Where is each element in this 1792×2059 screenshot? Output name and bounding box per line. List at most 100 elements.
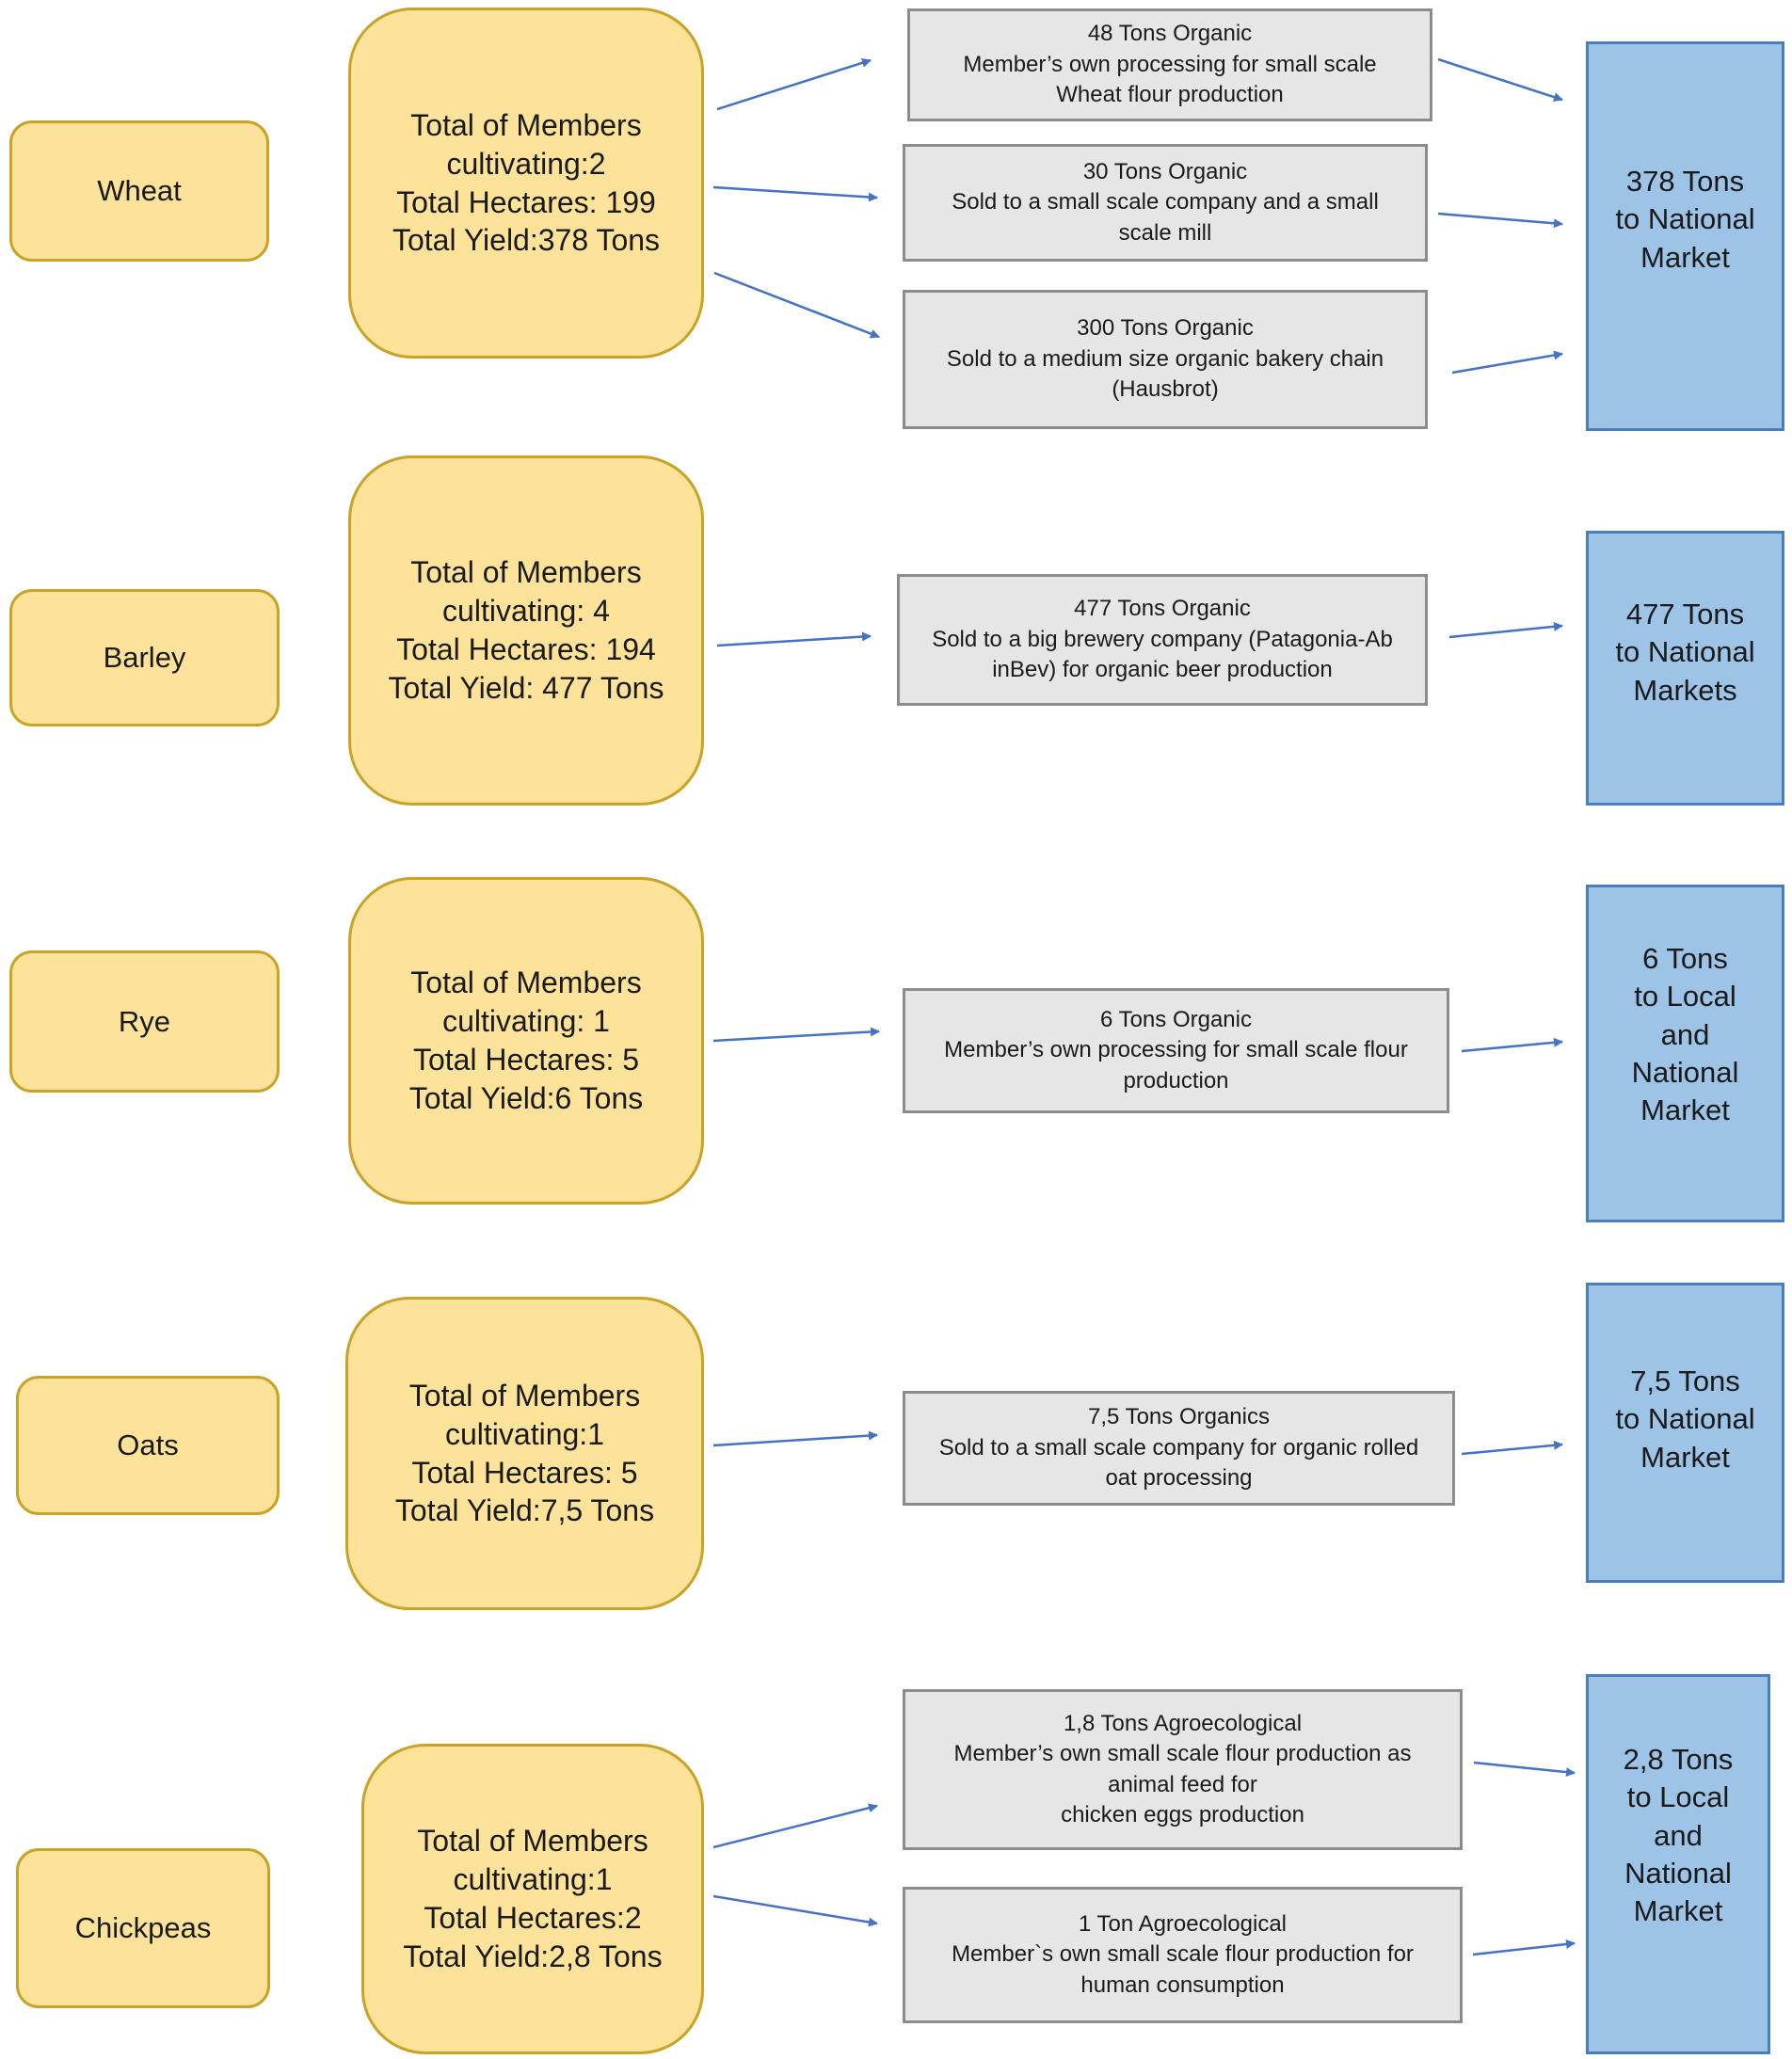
market-line: to National: [1615, 1402, 1755, 1436]
market-barley: 477 Tons to National Markets: [1586, 531, 1784, 806]
arrow-channel-barley-to-market: [1448, 621, 1563, 639]
arrow-channel-chickpeas-1-to-market: [1473, 1761, 1576, 1778]
channel-line: Sold to a big brewery company (Patagonia…: [932, 626, 1393, 652]
market-line: to Local: [1634, 980, 1736, 1014]
channel-wheat-1: 48 Tons Organic Member’s own processing …: [907, 8, 1432, 121]
channel-chickpeas-1: 1,8 Tons Agroecological Member’s own sma…: [903, 1689, 1463, 1850]
summary-line: cultivating: 1: [442, 1004, 610, 1039]
channel-chickpeas-2: 1 Ton Agroecological Member`s own small …: [903, 1887, 1463, 2023]
summary-line: Total Hectares: 194: [396, 632, 656, 666]
channel-line: 7,5 Tons Organics: [1087, 1404, 1270, 1430]
channel-line: oat processing: [1105, 1465, 1253, 1492]
summary-line: cultivating:1: [445, 1416, 604, 1451]
channel-line: Wheat flour production: [1056, 82, 1284, 108]
summary-barley: Total of Members cultivating: 4 Total He…: [348, 455, 704, 806]
summary-line: cultivating:1: [453, 1862, 613, 1897]
summary-line: Total of Members: [410, 555, 642, 590]
crop-chickpeas: Chickpeas: [16, 1848, 270, 2008]
market-line: to National: [1615, 202, 1755, 236]
market-line: 2,8 Tons: [1623, 1743, 1734, 1776]
market-line: to Local: [1626, 1780, 1730, 1814]
market-line: Market: [1640, 1093, 1730, 1127]
channel-line: inBev) for organic beer production: [992, 657, 1333, 683]
crop-barley: Barley: [9, 589, 280, 726]
channel-line: 30 Tons Organic: [1082, 158, 1248, 184]
channel-line: (Hausbrot): [1112, 376, 1219, 403]
arrow-wheat-to-channel-2: [712, 185, 878, 202]
summary-line: Total Hectares:2: [424, 1901, 642, 1935]
market-line: 477 Tons: [1625, 598, 1745, 630]
summary-chickpeas: Total of Members cultivating:1 Total Hec…: [361, 1744, 704, 2054]
summary-line: cultivating:2: [446, 146, 606, 181]
market-line: Markets: [1633, 673, 1737, 707]
summary-line: Total Yield:7,5 Tons: [394, 1493, 655, 1528]
summary-line: Total of Members: [410, 966, 642, 1000]
summary-line: Total Hectares: 5: [411, 1455, 638, 1490]
channel-wheat-2: 30 Tons Organic Sold to a small scale co…: [903, 144, 1428, 262]
channel-line: Sold to a small scale company and a smal…: [952, 189, 1379, 215]
channel-line: scale mill: [1118, 219, 1212, 246]
market-line: National: [1624, 1856, 1732, 1890]
crop-wheat: Wheat: [9, 120, 269, 262]
channel-line: chicken eggs production: [1061, 1801, 1304, 1828]
market-rye: 6 Tons to Local and National Market: [1586, 885, 1784, 1222]
channel-line: 6 Tons Organic: [1100, 1006, 1252, 1032]
arrow-channel-wheat-3-to-market: [1451, 350, 1563, 375]
market-line: Market: [1633, 1894, 1723, 1928]
market-wheat: 378 Tons to National Market: [1586, 41, 1784, 431]
arrow-channel-chickpeas-2-to-market: [1472, 1939, 1576, 1956]
summary-rye: Total of Members cultivating: 1 Total He…: [348, 877, 704, 1205]
channel-rye-1: 6 Tons Organic Member’s own processing f…: [903, 988, 1449, 1113]
channel-line: Member`s own small scale flour productio…: [952, 1941, 1414, 1968]
summary-line: Total Hectares: 5: [412, 1043, 640, 1077]
market-line: and: [1654, 1818, 1703, 1852]
arrow-wheat-to-channel-3: [713, 271, 880, 339]
channel-line: human consumption: [1080, 1971, 1285, 1998]
arrow-chickpeas-to-channel-2: [712, 1894, 878, 1927]
channel-line: Member’s own processing for small scale …: [944, 1037, 1408, 1063]
market-line: 7,5 Tons: [1630, 1365, 1740, 1397]
crop-rye: Rye: [9, 950, 280, 1093]
channel-line: Member’s own processing for small scale: [963, 51, 1377, 77]
channel-wheat-3: 300 Tons Organic Sold to a medium size o…: [903, 290, 1428, 429]
channel-line: 48 Tons Organic: [1087, 21, 1253, 47]
market-line: 6 Tons: [1642, 942, 1728, 975]
crop-oats: Oats: [16, 1376, 280, 1515]
channel-line: Member’s own small scale flour productio…: [953, 1741, 1412, 1767]
market-line: 378 Tons: [1625, 165, 1745, 198]
channel-line: production: [1123, 1067, 1229, 1093]
summary-line: Total of Members: [410, 107, 642, 142]
channel-line: 477 Tons Organic: [1074, 596, 1251, 622]
channel-barley-1: 477 Tons Organic Sold to a big brewery c…: [897, 574, 1428, 706]
market-line: Market: [1640, 240, 1730, 274]
summary-line: Total Yield: 477 Tons: [388, 670, 664, 705]
arrow-chickpeas-to-channel-1: [712, 1803, 878, 1849]
market-line: Market: [1640, 1440, 1730, 1474]
summary-line: Total of Members: [408, 1378, 641, 1413]
arrow-rye-to-channel: [712, 1027, 880, 1043]
market-chickpeas: 2,8 Tons to Local and National Market: [1586, 1674, 1770, 2054]
summary-oats: Total of Members cultivating:1 Total Hec…: [345, 1297, 704, 1610]
summary-line: Total Hectares: 199: [396, 184, 656, 219]
arrow-channel-wheat-2-to-market: [1437, 212, 1563, 229]
channel-line: Sold to a medium size organic bakery cha…: [946, 345, 1384, 372]
arrow-channel-rye-to-market: [1461, 1037, 1563, 1053]
channel-oats-1: 7,5 Tons Organics Sold to a small scale …: [903, 1391, 1455, 1506]
arrow-channel-wheat-1-to-market: [1437, 57, 1563, 102]
summary-line: Total Yield:378 Tons: [392, 223, 661, 258]
channel-line: 1,8 Tons Agroecological: [1063, 1710, 1303, 1736]
market-line: to National: [1615, 635, 1755, 669]
arrow-wheat-to-channel-1: [716, 57, 872, 111]
market-line: and: [1660, 1017, 1710, 1051]
channel-line: 1 Ton Agroecological: [1078, 1910, 1288, 1937]
channel-line: 300 Tons Organic: [1077, 315, 1254, 342]
summary-line: cultivating: 4: [442, 594, 610, 629]
arrow-channel-oats-to-market: [1461, 1440, 1563, 1456]
arrow-barley-to-channel: [716, 631, 872, 647]
summary-line: Total Yield:6 Tons: [408, 1080, 644, 1115]
summary-line: Total Yield:2,8 Tons: [403, 1939, 663, 1973]
market-oats: 7,5 Tons to National Market: [1586, 1283, 1784, 1583]
channel-line: animal feed for: [1108, 1771, 1257, 1797]
summary-wheat: Total of Members cultivating:2 Total Hec…: [348, 8, 704, 359]
summary-line: Total of Members: [417, 1824, 648, 1859]
